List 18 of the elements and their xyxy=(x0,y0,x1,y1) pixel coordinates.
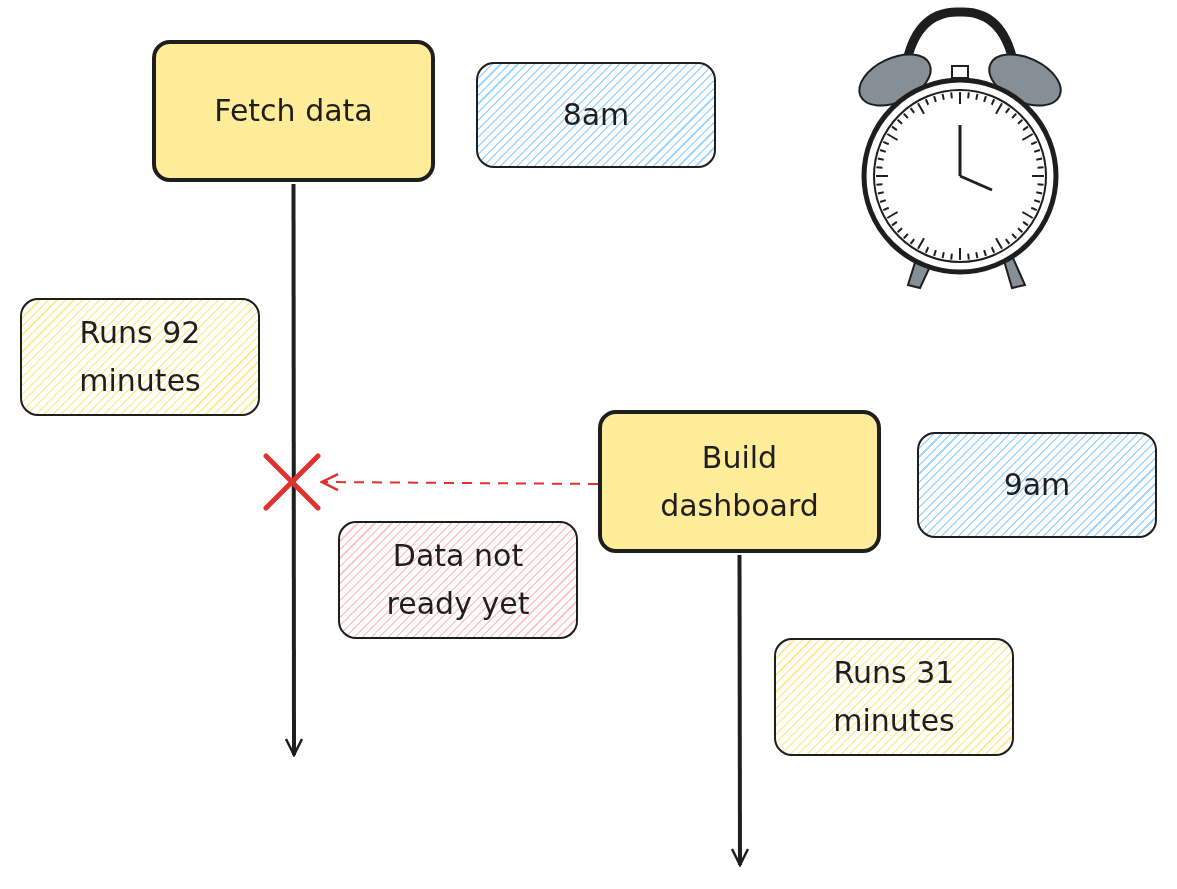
dashed-arrow xyxy=(320,472,599,492)
arrow xyxy=(284,184,304,757)
box-label: Runs 31 minutes xyxy=(832,654,956,740)
time-box xyxy=(917,432,1157,538)
box-label: 9am xyxy=(1003,466,1071,504)
process-box xyxy=(152,40,435,182)
duration-note xyxy=(20,298,260,416)
box-label: Fetch data xyxy=(214,92,373,130)
box-label: Build dashboard xyxy=(659,438,820,525)
process-box xyxy=(598,410,881,553)
box-label: 8am xyxy=(562,96,630,134)
warning-note xyxy=(338,521,578,639)
arrow xyxy=(730,555,750,867)
duration-note xyxy=(774,638,1014,756)
time-box xyxy=(476,62,716,168)
cross-mark xyxy=(262,452,322,512)
box-label: Runs 92 minutes xyxy=(78,314,202,400)
box-label: Data not ready yet xyxy=(385,537,531,623)
